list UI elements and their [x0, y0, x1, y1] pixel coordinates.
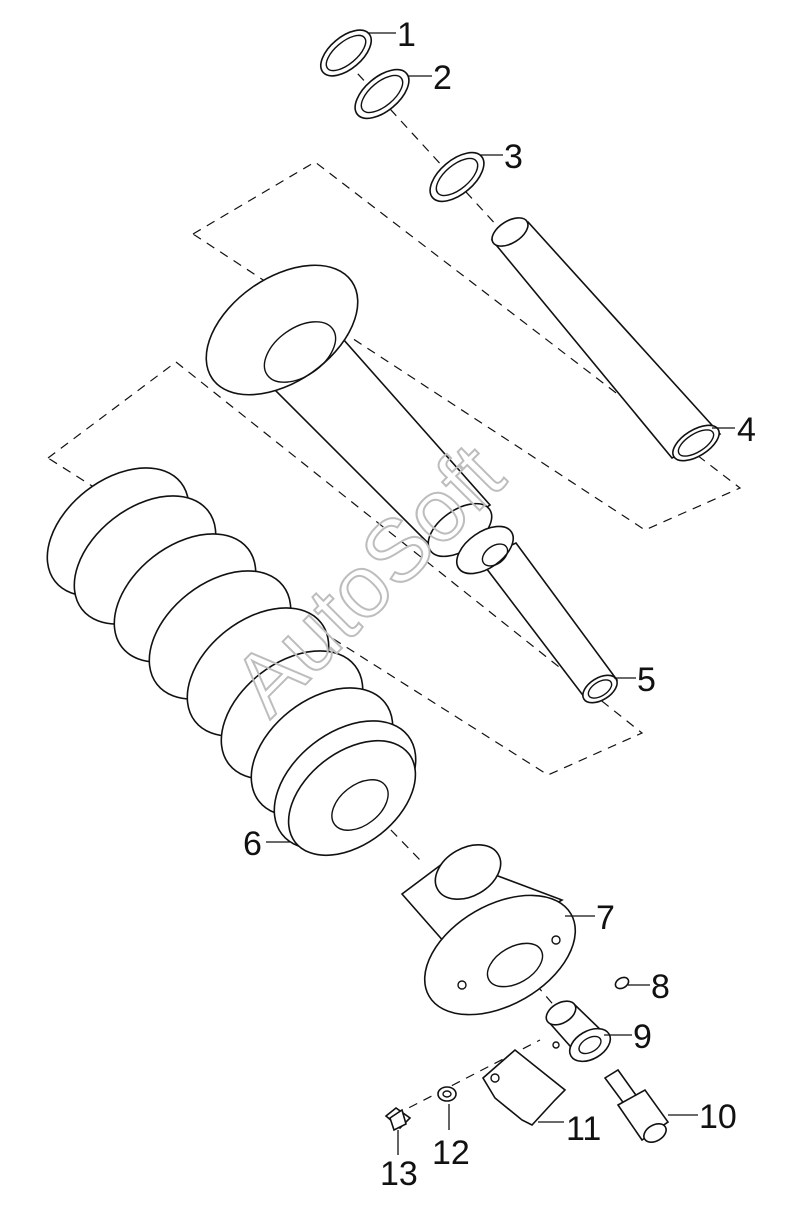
callout-10: 10	[699, 1098, 737, 1136]
callout-7: 7	[596, 899, 615, 937]
bracket-11	[481, 1048, 567, 1126]
seal-ring-3	[429, 151, 485, 203]
bolt-13	[384, 1106, 412, 1132]
callout-1: 1	[397, 16, 416, 54]
callout-6: 6	[243, 825, 262, 863]
callout-11: 11	[566, 1110, 601, 1148]
valve-10	[603, 1068, 670, 1143]
assembly-boundaries	[46, 161, 742, 776]
piston-rod-5	[205, 264, 619, 704]
grease-nipple-8	[614, 976, 630, 990]
sleeve-9	[545, 1000, 612, 1063]
callout-9: 9	[633, 1018, 652, 1056]
leader-lines	[266, 32, 735, 1155]
seal-ring-1	[320, 29, 372, 77]
callout-8: 8	[651, 968, 670, 1006]
washer-12	[437, 1086, 457, 1102]
callout-5: 5	[637, 661, 656, 699]
seal-ring-2	[354, 68, 410, 120]
callout-2: 2	[433, 59, 452, 97]
coil-spring-6	[46, 467, 417, 857]
cylinder-tube-4	[490, 217, 722, 462]
callout-12: 12	[432, 1134, 470, 1172]
callout-3: 3	[504, 138, 523, 176]
callout-13: 13	[380, 1155, 418, 1193]
spring-seat-flange-7	[400, 844, 577, 1016]
callout-4: 4	[737, 411, 756, 449]
